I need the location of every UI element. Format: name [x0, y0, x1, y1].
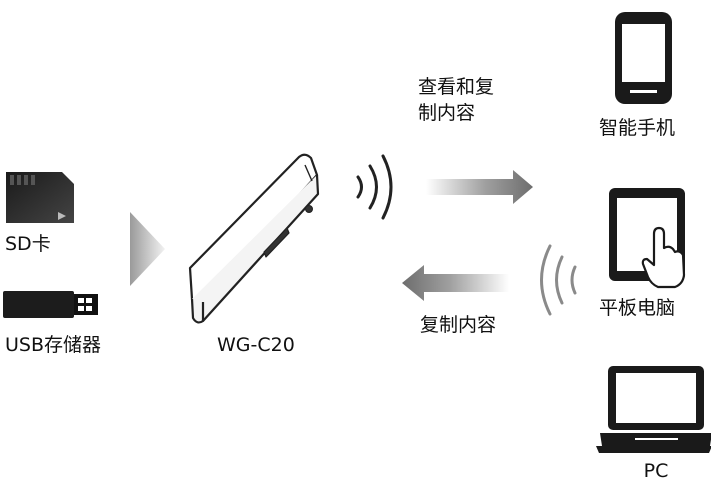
sd-card-icon	[6, 172, 74, 223]
usb-drive-icon	[3, 291, 98, 318]
laptop-icon	[596, 366, 711, 453]
wireless-card-reader-icon	[188, 153, 320, 324]
device-label: WG-C20	[217, 334, 295, 356]
incoming-flow-label: 复制内容	[420, 314, 497, 336]
sd-card-label: SD卡	[5, 233, 51, 255]
forward-arrow-icon	[426, 170, 533, 204]
pc-label: PC	[643, 460, 669, 482]
smartphone-icon	[615, 12, 672, 104]
outgoing-flow-label-line1: 查看和复	[418, 76, 495, 98]
tablet-label: 平板电脑	[599, 297, 676, 319]
wireless-waves-incoming-icon	[540, 244, 577, 316]
wireless-waves-outgoing-icon	[356, 154, 393, 220]
input-arrow-icon	[130, 212, 165, 286]
outgoing-flow-label-line2: 制内容	[418, 102, 476, 124]
smartphone-label: 智能手机	[599, 117, 676, 139]
usb-storage-label: USB存储器	[5, 334, 102, 356]
back-arrow-icon	[402, 265, 509, 301]
tablet-icon	[609, 188, 686, 289]
